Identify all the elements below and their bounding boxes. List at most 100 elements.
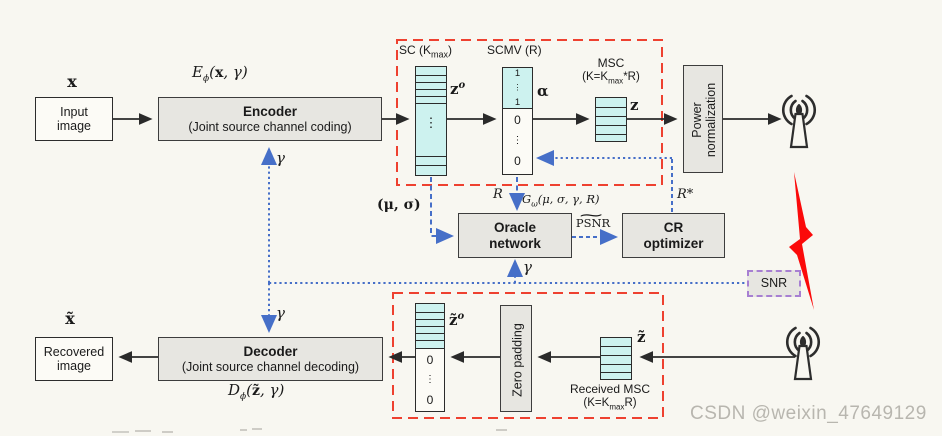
- scmv-label: SCMV (R): [487, 43, 542, 57]
- ztilde-sup: o: [457, 311, 465, 322]
- decoder-formula-fn: D: [228, 381, 241, 399]
- decoder-formula: Dϕ(z̃, γ): [228, 381, 284, 402]
- msc-label-prefix: (K=K: [582, 71, 609, 83]
- sc-label-sub: max: [431, 49, 449, 60]
- mu-sigma-label: (μ, σ): [377, 197, 421, 213]
- encoder-formula-gamma: γ: [232, 63, 242, 81]
- scmv-top-cell-2: 1: [514, 96, 521, 108]
- encoder-subtitle: (Joint source channel coding): [188, 119, 352, 134]
- ztilde-dots: ⋮: [425, 374, 435, 385]
- sc-column: ⋮: [415, 66, 447, 176]
- sc-output-sup: o: [458, 80, 466, 91]
- tx-antenna-icon: [782, 94, 816, 149]
- scmv-bottom-dots: ⋮: [512, 134, 523, 146]
- zero-padding-label: Zero padding: [509, 322, 524, 397]
- encoder-formula: Eϕ(x, γ): [192, 63, 248, 84]
- musigma-to-oracle-line: [430, 177, 454, 244]
- received-msc-symbol: z̃: [637, 328, 646, 346]
- encoder-box: Encoder (Joint source channel coding): [158, 97, 382, 141]
- msc-label-sub: max: [608, 76, 624, 86]
- msc-label-suffix: *R): [623, 71, 640, 83]
- psnr-label: ~ PSNR: [573, 206, 613, 230]
- decoder-gamma-label: γ: [276, 304, 285, 322]
- recovered-symbol-x: x̃: [65, 309, 75, 328]
- received-msc-block: [600, 337, 632, 380]
- ztilde-symbol: z̃: [449, 311, 458, 329]
- received-msc-label-line1: Received MSC: [569, 382, 651, 396]
- sc-output-symbol: zo: [450, 80, 465, 98]
- r-label: R: [493, 187, 503, 202]
- sc-output-z: z: [450, 80, 459, 98]
- encoder-formula-arg: x: [214, 65, 224, 81]
- r-star-label: R*: [677, 187, 694, 202]
- decoder-formula-open: (: [246, 381, 253, 399]
- psnr-text: PSNR: [575, 216, 611, 230]
- msc-label-line2: (K=Kmax*R): [569, 71, 653, 85]
- sc-dots: ⋮: [424, 115, 438, 130]
- input-symbol-x: x: [67, 72, 77, 91]
- oracle-network-box: Oracle network: [458, 213, 572, 258]
- msc-block: [595, 97, 627, 142]
- msc-output-symbol: z: [630, 96, 639, 114]
- tx-code-region-border: [396, 39, 663, 186]
- snr-label: SNR: [760, 276, 788, 291]
- oracle-title-line1: Oracle: [493, 219, 537, 235]
- scmv-top-dots: ⋮: [513, 83, 522, 92]
- rx-antenna-icon: [786, 326, 820, 381]
- signal-arrows: [113, 113, 795, 363]
- oracle-formula-fn: G: [522, 192, 532, 206]
- input-image-box: Input image: [35, 97, 113, 141]
- received-msc-suffix: R): [624, 397, 637, 409]
- decoder-formula-comma: ,: [259, 381, 270, 399]
- scmv-top-cell-1: 1: [514, 68, 521, 79]
- psnr-tilde: ~: [576, 206, 610, 224]
- msc-label-line1: MSC: [597, 56, 625, 70]
- decoder-title: Decoder: [243, 344, 298, 360]
- scmv-bottom-cell-2: 0: [514, 154, 521, 168]
- cr-title-line1: CR: [663, 219, 684, 235]
- ztilde-column: 0 ⋮ 0: [415, 303, 445, 412]
- received-msc-prefix: (K=K: [583, 397, 610, 409]
- decoder-formula-arg: z̃: [252, 383, 260, 399]
- decoder-subtitle: (Joint source channel decoding): [181, 359, 360, 374]
- recovered-image-box: Recovered image: [35, 337, 113, 381]
- oracle-formula-sub: ω: [531, 199, 538, 209]
- lightning-bolt-icon: [789, 172, 814, 310]
- zero-padding-box: Zero padding: [500, 305, 532, 412]
- oracle-title-line2: network: [489, 235, 541, 251]
- cr-optimizer-box: CR optimizer: [622, 213, 725, 258]
- oracle-gamma-label: γ: [523, 258, 532, 276]
- encoder-title: Encoder: [242, 104, 297, 120]
- encoder-formula-comma: ,: [223, 63, 233, 81]
- decoder-formula-close: ): [278, 381, 285, 399]
- decoder-formula-sub: ϕ: [240, 392, 247, 402]
- encoder-formula-close: ): [241, 63, 248, 81]
- scmv-output-alpha: α: [537, 82, 549, 100]
- sc-label-prefix: SC (K: [399, 43, 432, 57]
- scmv-bottom-cell-1: 0: [514, 113, 521, 127]
- recovered-label-line1: Recovered: [43, 344, 105, 359]
- ztilde-output-symbol: z̃o: [449, 311, 464, 329]
- control-lines: [261, 147, 748, 333]
- snr-box: SNR: [747, 270, 801, 297]
- encoder-formula-fn: E: [192, 63, 203, 81]
- decoder-formula-gamma: γ: [269, 381, 279, 399]
- sc-label: SC (Kmax): [399, 43, 475, 60]
- received-msc-sub: max: [609, 402, 625, 412]
- received-msc-label-line2: (K=KmaxR): [564, 397, 656, 411]
- sc-label-suffix: ): [448, 43, 453, 57]
- ztilde-cell-1: 0: [426, 353, 434, 367]
- input-image-label-line1: Input: [60, 104, 88, 119]
- encoder-formula-open: (: [209, 63, 215, 81]
- cr-title-line2: optimizer: [643, 235, 704, 251]
- power-normalization-label: Power normalization: [689, 82, 718, 158]
- oracle-formula-args: (μ, σ, γ, R): [537, 192, 600, 206]
- recovered-label-line2: image: [56, 359, 92, 373]
- ztilde-cell-2: 0: [426, 393, 434, 407]
- watermark-text: CSDN @weixin_47649129: [690, 403, 927, 424]
- cutoff-caption-fragment: [112, 428, 507, 433]
- scmv-column: 1 ⋮ 1 0 ⋮ 0: [502, 67, 533, 175]
- encoder-gamma-label: γ: [276, 149, 285, 167]
